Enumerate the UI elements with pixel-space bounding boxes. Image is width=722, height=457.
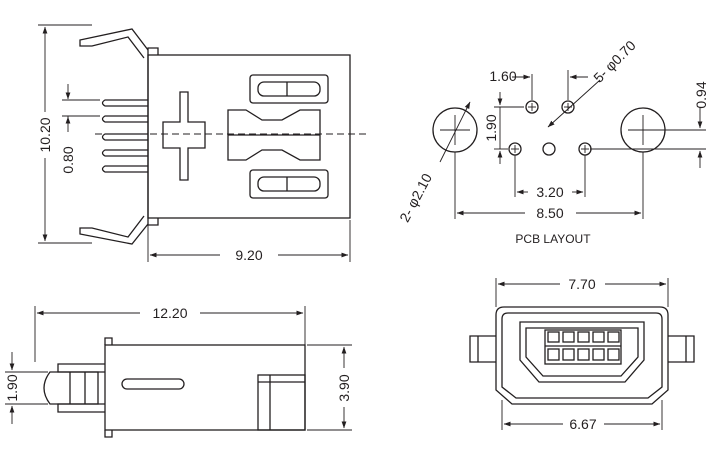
dim-pin-hole-dia-label: 5- φ0.70 bbox=[590, 37, 639, 86]
dim-peg-span-label: 8.50 bbox=[536, 205, 563, 221]
dim-body-height-label: 3.90 bbox=[336, 374, 352, 401]
dim-height-line bbox=[38, 24, 92, 244]
dim-peg-span-line bbox=[454, 152, 644, 219]
dim-offset-right-line bbox=[590, 108, 706, 168]
outer-shell bbox=[495, 306, 669, 405]
pcb-layout-caption: PCB LAYOUT bbox=[515, 232, 591, 246]
dim-bottom-length-label: 12.20 bbox=[152, 305, 187, 321]
dim-pin-span-label: 3.20 bbox=[536, 184, 563, 200]
front-view: 7.70 bbox=[469, 276, 695, 432]
dim-inner-width-line bbox=[501, 400, 663, 430]
inner-opening bbox=[519, 321, 645, 383]
upper-slots bbox=[249, 74, 329, 104]
dim-peg-dia-label: 2- φ2.10 bbox=[396, 170, 435, 224]
top-leg bbox=[79, 28, 149, 59]
bottom-body bbox=[104, 344, 306, 431]
side-view: 10.20 0.80 bbox=[37, 24, 370, 263]
bottom-flange bbox=[147, 218, 159, 226]
top-flange bbox=[147, 47, 159, 55]
spring-contact bbox=[227, 109, 321, 161]
dim-left-height-label: 1.90 bbox=[4, 374, 20, 401]
right-ear bbox=[668, 335, 695, 363]
upper-latch bbox=[57, 363, 105, 373]
pin-dia-leader bbox=[547, 79, 601, 128]
lower-latch bbox=[57, 403, 105, 413]
lower-slots bbox=[249, 169, 329, 199]
dim-left-height-line bbox=[5, 352, 48, 424]
dim-hole-offset-label: 1.60 bbox=[489, 68, 516, 84]
pin-hole bbox=[561, 100, 575, 114]
dim-hole-offset-line bbox=[512, 70, 588, 100]
front-nose bbox=[43, 371, 99, 405]
pcb-layout: 1.60 5- φ0.70 1.90 0.94 2- φ2.10 bbox=[396, 37, 709, 246]
pin-hole bbox=[525, 100, 539, 114]
dim-row-spacing-line bbox=[494, 92, 524, 164]
bottom-leg bbox=[79, 215, 149, 245]
dim-length-line bbox=[147, 220, 351, 262]
contact-pads bbox=[547, 331, 620, 361]
bottom-slot bbox=[121, 378, 185, 390]
rear-block bbox=[257, 374, 306, 431]
dim-pin-span-line bbox=[514, 155, 586, 197]
dim-bottom-length-line bbox=[34, 306, 306, 362]
dim-outer-width-label: 7.70 bbox=[568, 276, 595, 292]
dim-length-label: 9.20 bbox=[235, 247, 262, 263]
bottom-view: 12.20 1.90 3.90 bbox=[4, 305, 352, 438]
t-cutout bbox=[162, 91, 206, 181]
dim-inner-width-label: 6.67 bbox=[569, 416, 596, 432]
peg-dia-leader bbox=[439, 101, 471, 163]
dim-pitch-label: 0.80 bbox=[60, 146, 76, 173]
pin-hole bbox=[542, 142, 556, 156]
dim-height-label: 10.20 bbox=[37, 117, 53, 152]
pins bbox=[101, 99, 148, 173]
dim-outer-width-line bbox=[495, 278, 669, 307]
dim-offset-right-label: 0.94 bbox=[693, 81, 709, 108]
contact-tongue bbox=[544, 329, 622, 365]
dim-row-spacing-label: 1.90 bbox=[483, 114, 499, 141]
dim-body-height-line bbox=[307, 344, 352, 431]
dim-pitch-line bbox=[62, 84, 100, 132]
left-ear bbox=[469, 335, 496, 363]
